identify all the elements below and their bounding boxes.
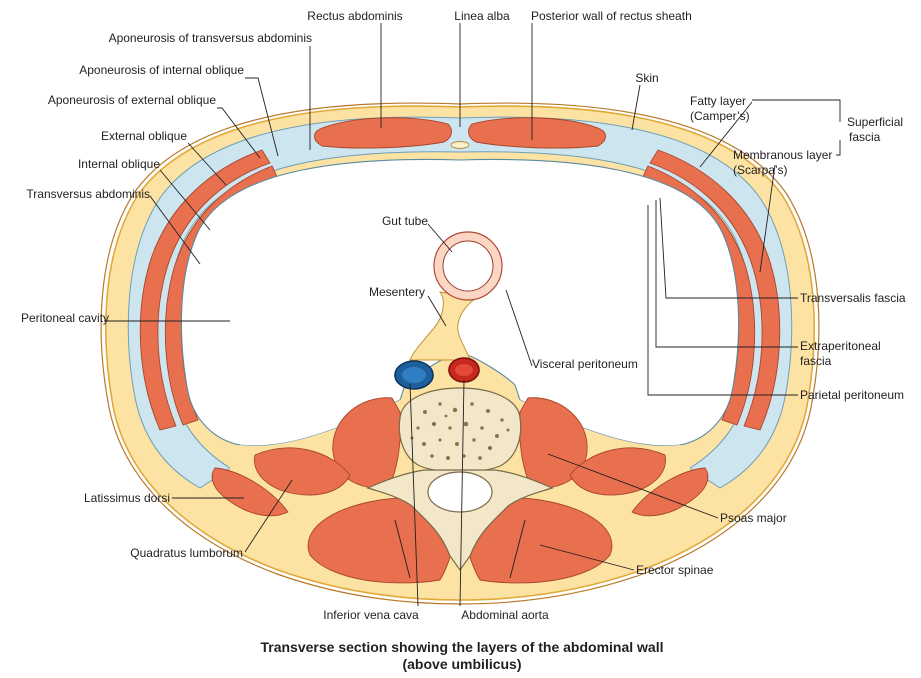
label-fatty-layer: Fatty layer <box>690 94 746 108</box>
vertebral-canal <box>427 471 493 513</box>
leader-lines <box>104 23 841 607</box>
muscle-septum-2 <box>509 519 526 579</box>
label-external-oblique: External oblique <box>101 129 187 143</box>
label-latissimus-dorsi: Latissimus dorsi <box>84 491 170 505</box>
external-oblique-right <box>649 149 781 431</box>
caption-line-2: (above umbilicus) <box>402 656 521 672</box>
cross-section <box>100 102 820 605</box>
label-extraperitoneal-fascia: fascia <box>800 354 832 368</box>
label-inferior-vena-cava: Inferior vena cava <box>323 608 419 622</box>
vertebral-body <box>398 387 522 473</box>
label-quadratus-lumborum: Quadratus lumborum <box>130 546 243 560</box>
label-transversalis-fascia: Transversalis fascia <box>800 291 906 305</box>
latissimus-left <box>211 467 289 517</box>
label-membranous-scarpa: (Scarpa’s) <box>733 163 787 177</box>
gut-tube-lumen <box>442 240 494 292</box>
muscle-septum-1 <box>394 519 411 579</box>
label-rectus-abdominis: Rectus abdominis <box>307 9 402 23</box>
label-internal-oblique: Internal oblique <box>78 157 160 171</box>
label-fatty-layer-camper: (Camper’s) <box>690 109 750 123</box>
label-aponeurosis-transversus: Aponeurosis of transversus abdominis <box>109 31 312 45</box>
fascial-band <box>127 116 793 489</box>
label-posterior-wall-rectus-sheath: Posterior wall of rectus sheath <box>531 9 692 23</box>
label-abdominal-aorta: Abdominal aorta <box>461 608 549 622</box>
trabecular-bone <box>410 402 510 460</box>
caption-line-1: Transverse section showing the layers of… <box>260 639 663 655</box>
label-gut-tube: Gut tube <box>382 214 428 228</box>
linea-alba-node <box>450 141 470 149</box>
label-peritoneal-cavity: Peritoneal cavity <box>21 311 109 325</box>
external-oblique-left <box>139 149 271 431</box>
label-aponeurosis-internal-oblique: Aponeurosis of internal oblique <box>79 63 244 77</box>
label-mesentery: Mesentery <box>369 285 425 299</box>
label-skin: Skin <box>635 71 658 85</box>
label-membranous-layer: Membranous layer <box>733 148 832 162</box>
label-transversus-abdominis: Transversus abdominis <box>26 187 150 201</box>
label-psoas-major: Psoas major <box>720 511 787 525</box>
label-aponeurosis-external-oblique: Aponeurosis of external oblique <box>48 93 216 107</box>
label-superficial-fascia: fascia <box>849 130 881 144</box>
label-erector-spinae: Erector spinae <box>636 563 714 577</box>
latissimus-right <box>631 467 709 517</box>
label-parietal-peritoneum: Parietal peritoneum <box>800 388 904 402</box>
ivc-lumen <box>402 367 426 383</box>
aorta-lumen <box>455 364 473 376</box>
rectus-abdominis-right <box>468 117 606 149</box>
rectus-abdominis-left <box>314 117 452 149</box>
label-superficial: Superficial <box>847 115 903 129</box>
labels: Rectus abdominis Linea alba Posterior wa… <box>21 9 906 622</box>
figure-caption: Transverse section showing the layers of… <box>260 639 663 672</box>
quadratus-left <box>254 447 351 496</box>
quadratus-right <box>569 447 666 496</box>
label-extraperitoneal: Extraperitoneal <box>800 339 881 353</box>
label-visceral-peritoneum: Visceral peritoneum <box>532 357 638 371</box>
label-linea-alba: Linea alba <box>454 9 510 23</box>
